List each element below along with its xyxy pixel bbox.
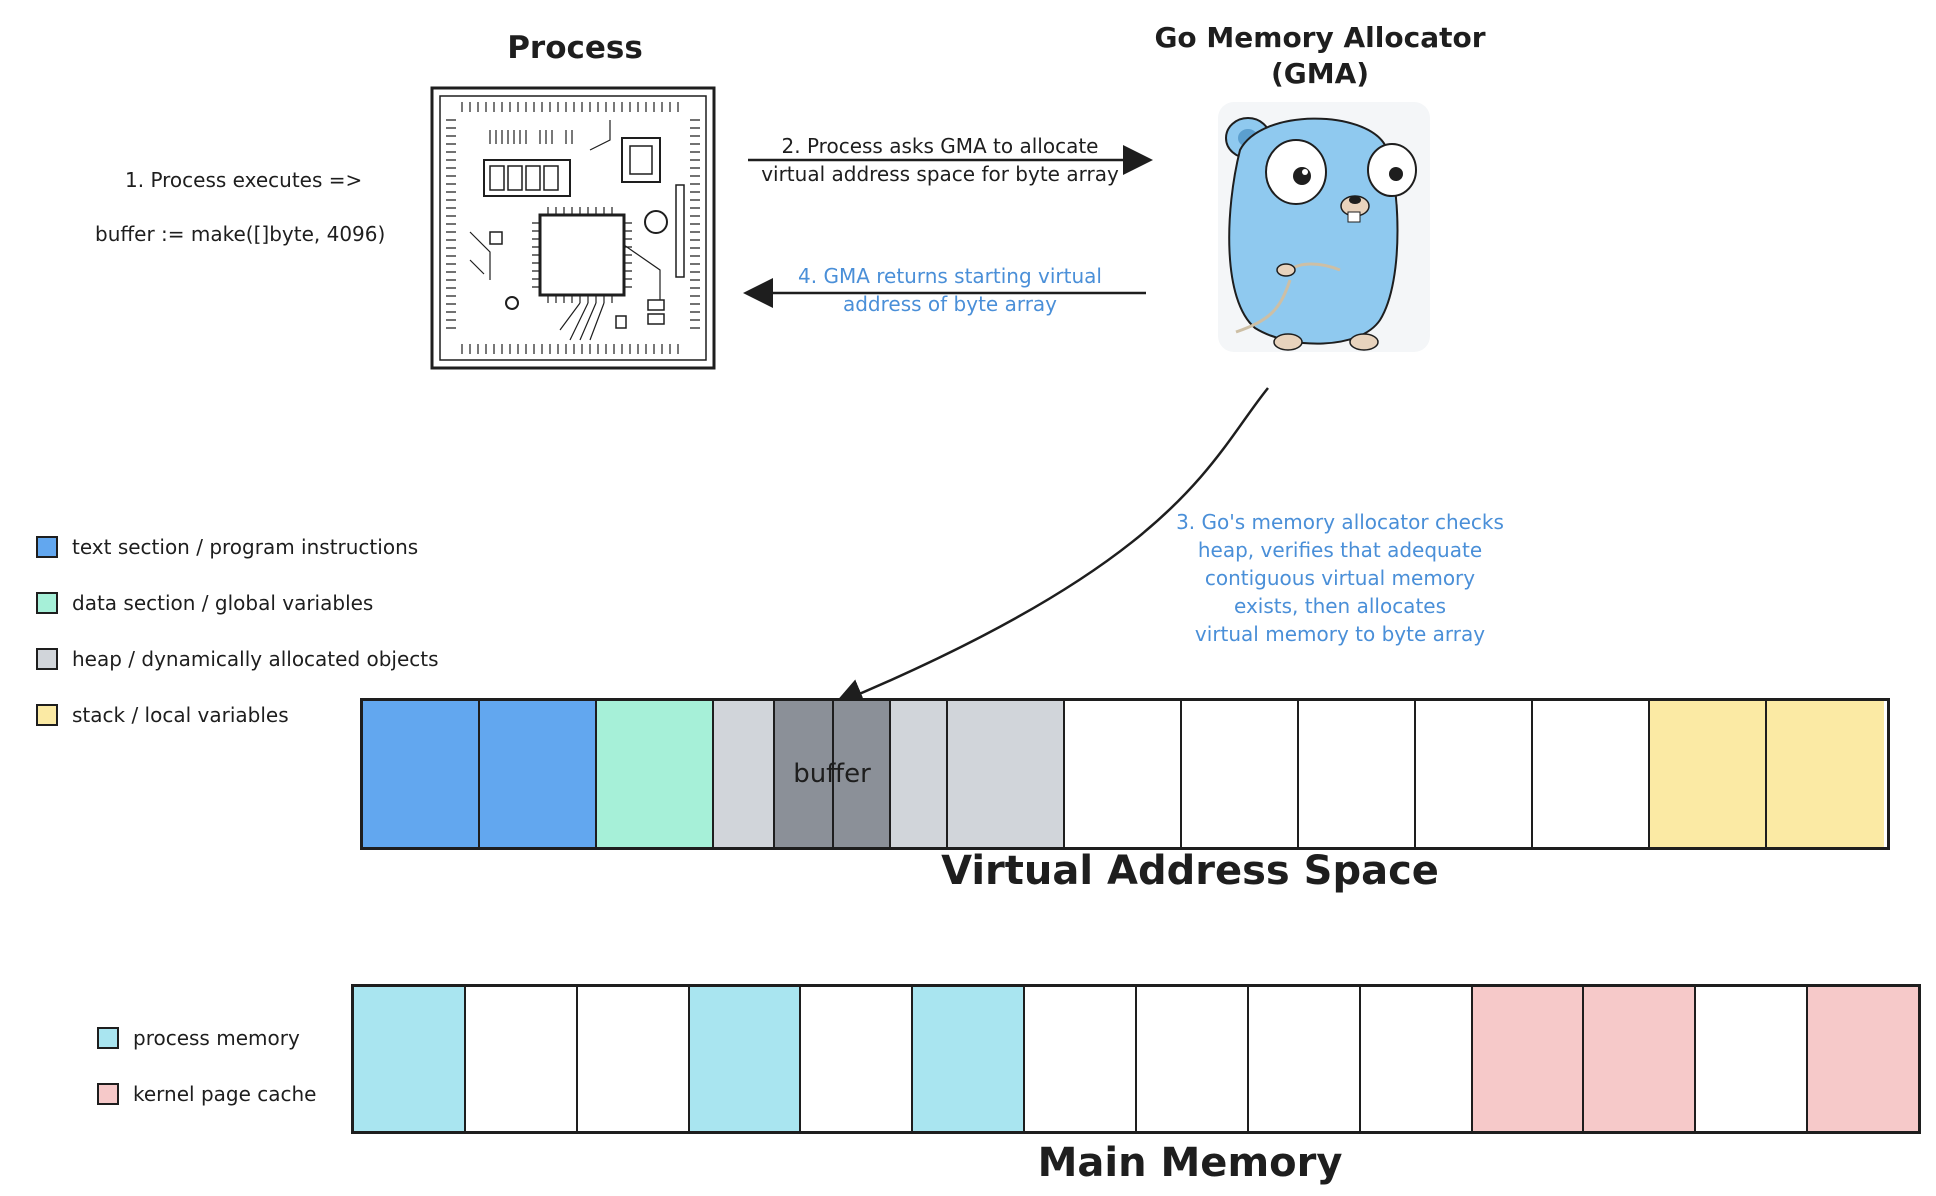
legend-item-data: data section / global variables xyxy=(36,591,373,615)
arrow-step3 xyxy=(833,387,1269,708)
virtual-address-space: buffer xyxy=(360,698,1890,850)
legend-label: heap / dynamically allocated objects xyxy=(72,647,439,671)
vas-cell xyxy=(891,701,948,847)
step4-text: 4. GMA returns starting virtual address … xyxy=(760,262,1140,318)
legend-swatch xyxy=(36,704,58,726)
step3-line: heap, verifies that adequate xyxy=(1197,538,1483,562)
mem-cell xyxy=(1472,987,1585,1131)
step4-line2: address of byte array xyxy=(842,292,1058,316)
mem-cell xyxy=(354,987,466,1131)
mem-cell xyxy=(1584,987,1697,1131)
gopher-icon xyxy=(1218,102,1430,352)
legend-label: text section / program instructions xyxy=(72,535,419,559)
vas-cell xyxy=(1650,701,1767,847)
vas-cell xyxy=(1533,701,1650,847)
gma-title-line2: (GMA) xyxy=(1270,57,1370,90)
legend-item-stack: stack / local variables xyxy=(36,703,289,727)
legend-label: kernel page cache xyxy=(133,1082,317,1106)
legend-item-process-memory: process memory xyxy=(97,1026,300,1050)
step3-line: 3. Go's memory allocator checks xyxy=(1176,510,1504,534)
legend-item-heap: heap / dynamically allocated objects xyxy=(36,647,439,671)
step1-line1: 1. Process executes => xyxy=(125,168,363,192)
mem-cell xyxy=(465,987,578,1131)
legend-swatch xyxy=(97,1027,119,1049)
mem-cell xyxy=(1808,987,1919,1131)
mem-cell xyxy=(1025,987,1138,1131)
legend-swatch xyxy=(97,1083,119,1105)
step3-line: virtual memory to byte array xyxy=(1194,622,1486,646)
vas-cell xyxy=(1182,701,1299,847)
mem-cell xyxy=(689,987,802,1131)
vas-cell xyxy=(1299,701,1416,847)
step3-text: 3. Go's memory allocator checks heap, ve… xyxy=(1150,508,1530,648)
buffer-block: buffer xyxy=(775,701,891,847)
legend-label: process memory xyxy=(133,1026,300,1050)
step2-line1: 2. Process asks GMA to allocate xyxy=(781,134,1099,158)
vas-cell xyxy=(714,701,775,847)
legend-item-kernel-page-cache: kernel page cache xyxy=(97,1082,316,1106)
legend-swatch xyxy=(36,648,58,670)
mem-cell xyxy=(913,987,1026,1131)
step4-line1: 4. GMA returns starting virtual xyxy=(798,264,1102,288)
mem-cell xyxy=(1137,987,1249,1131)
mem-cell xyxy=(801,987,914,1131)
mem-cell xyxy=(1360,987,1473,1131)
vas-cell xyxy=(1416,701,1533,847)
step3-line: exists, then allocates xyxy=(1233,594,1447,618)
virtual-address-space-label: Virtual Address Space xyxy=(941,848,1439,894)
main-memory-label: Main Memory xyxy=(1037,1140,1343,1186)
chip-icon xyxy=(430,86,716,370)
step2-text: 2. Process asks GMA to allocate virtual … xyxy=(730,132,1150,188)
vas-cell xyxy=(1065,701,1182,847)
process-title: Process xyxy=(507,30,643,66)
legend-label: data section / global variables xyxy=(72,591,374,615)
gma-title-line1: Go Memory Allocator xyxy=(1154,21,1486,54)
main-memory xyxy=(351,984,1921,1134)
step1-text: 1. Process executes => buffer := make([]… xyxy=(95,166,435,248)
vas-cell xyxy=(597,701,714,847)
vas-cell xyxy=(480,701,597,847)
mem-cell xyxy=(1696,987,1809,1131)
buffer-label: buffer xyxy=(793,759,871,789)
step2-line2: virtual address space for byte array xyxy=(761,162,1119,186)
gma-title: Go Memory Allocator (GMA) xyxy=(1110,20,1530,92)
vas-cell xyxy=(948,701,1065,847)
step1-line2: buffer := make([]byte, 4096) xyxy=(95,222,386,246)
legend-label: stack / local variables xyxy=(72,703,289,727)
legend-item-text: text section / program instructions xyxy=(36,535,418,559)
legend-swatch xyxy=(36,592,58,614)
mem-cell xyxy=(1248,987,1361,1131)
vas-cell xyxy=(1767,701,1884,847)
step3-line: contiguous virtual memory xyxy=(1204,566,1476,590)
legend-swatch xyxy=(36,536,58,558)
mem-cell xyxy=(577,987,690,1131)
vas-cell xyxy=(363,701,480,847)
